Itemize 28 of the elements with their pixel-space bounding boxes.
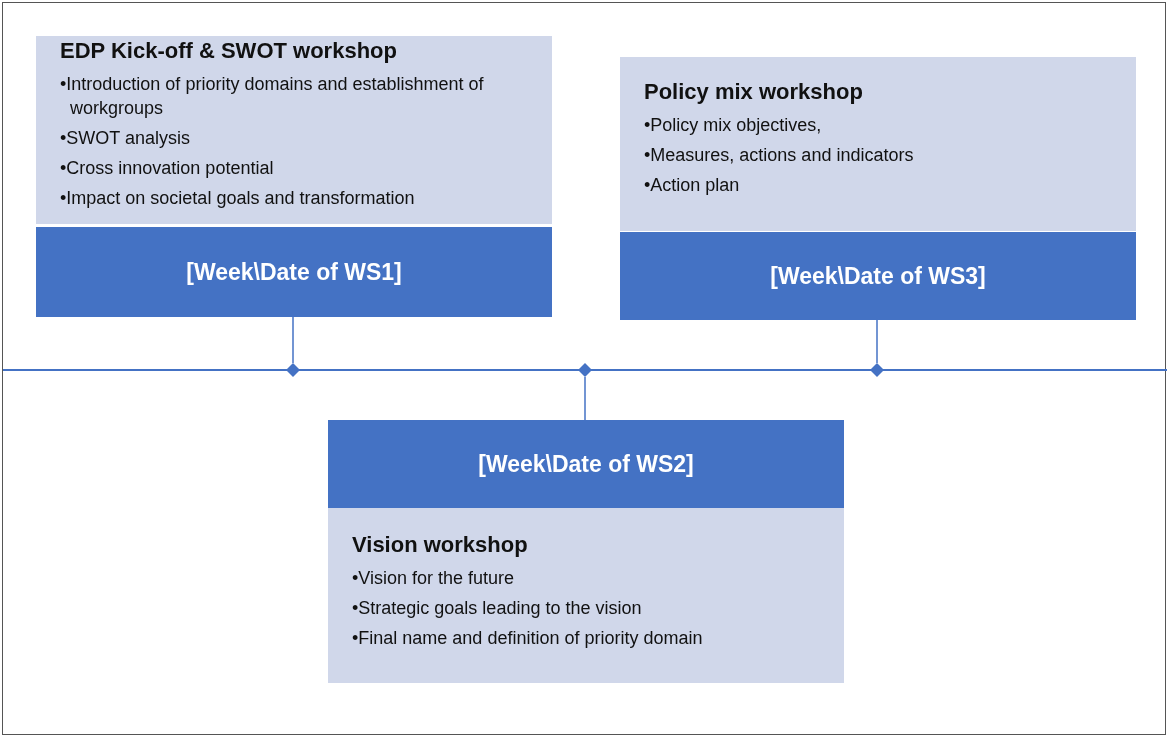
card-heading: Vision workshop bbox=[352, 532, 529, 558]
bullet-item: •Final name and definition of priority domain bbox=[352, 627, 704, 650]
bullet-item: •Measures, actions and indicators bbox=[644, 144, 915, 167]
connector-line bbox=[876, 319, 878, 364]
diamond-marker bbox=[286, 363, 300, 377]
date-label: [Week\Date of WS2] bbox=[478, 450, 694, 478]
bullet-item: •Impact on societal goals and transformation bbox=[60, 187, 416, 210]
diamond-marker bbox=[870, 363, 884, 377]
connector-line bbox=[584, 376, 586, 421]
workshop-card bbox=[620, 57, 1136, 231]
bullet-item: •Strategic goals leading to the vision bbox=[352, 597, 643, 620]
diamond-marker bbox=[578, 363, 592, 377]
bullet-item: •Cross innovation potential bbox=[60, 157, 275, 180]
date-banner bbox=[36, 227, 552, 317]
bullet-item: •SWOT analysis bbox=[60, 127, 191, 150]
card-heading: EDP Kick-off & SWOT workshop bbox=[60, 38, 398, 64]
bullet-item: •Introduction of priority domains and establishment of workgroups bbox=[60, 73, 485, 120]
connector-line bbox=[292, 316, 294, 364]
date-banner bbox=[328, 420, 844, 508]
card-heading: Policy mix workshop bbox=[644, 79, 864, 105]
bullet-item: •Action plan bbox=[644, 174, 741, 197]
date-label: [Week\Date of WS3] bbox=[770, 262, 986, 290]
date-banner bbox=[620, 232, 1136, 320]
date-label: [Week\Date of WS1] bbox=[186, 258, 402, 286]
workshop-card bbox=[328, 508, 844, 683]
bullet-item: •Vision for the future bbox=[352, 567, 516, 590]
workshop-card bbox=[36, 36, 552, 224]
bullet-item: •Policy mix objectives, bbox=[644, 114, 823, 137]
